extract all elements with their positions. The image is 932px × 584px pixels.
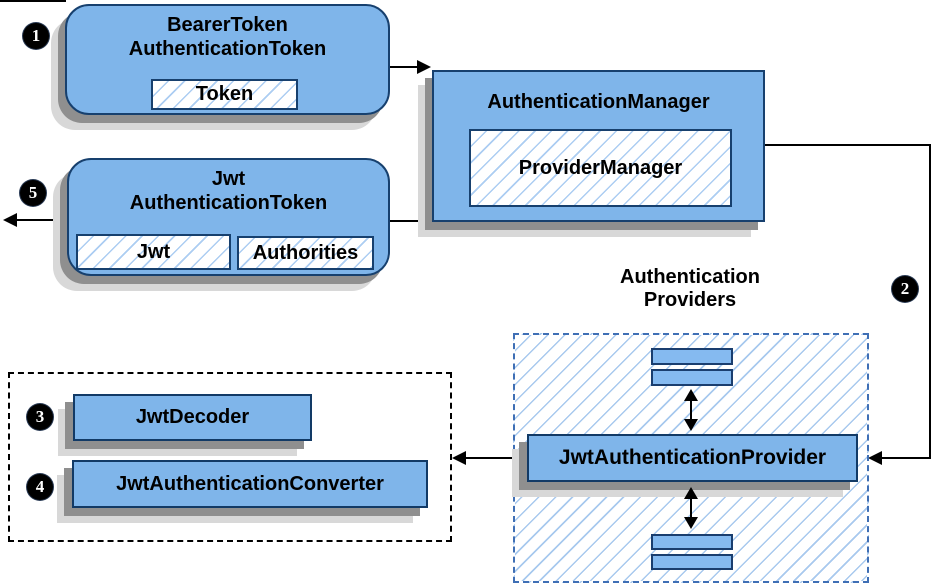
node-bearer-token-authentication-token: BearerToken AuthenticationToken Token [65, 4, 390, 115]
provider-stack-bar [651, 554, 733, 570]
step-badge-4: 4 [27, 474, 53, 500]
provider-stack-bar [651, 348, 733, 365]
arrowhead-left-icon [868, 451, 882, 465]
arrowhead-left-icon [3, 213, 17, 227]
provider-to-decoder-line [464, 457, 528, 459]
node-jwt-decoder: JwtDecoder [73, 394, 312, 441]
arrowhead-left-icon [452, 451, 466, 465]
decoder-converter-group: JwtDecoder JwtAuthenticationConverter [8, 372, 452, 542]
double-arrow-icon [683, 487, 699, 529]
node-title-line2: AuthenticationToken [129, 192, 328, 214]
arrow-shaft [690, 398, 692, 422]
outgoing-result-line [16, 219, 68, 221]
manager-to-provider-line-top [765, 144, 931, 146]
step-badge-1: 1 [23, 23, 49, 49]
node-jwt-authentication-token: Jwt AuthenticationToken Jwt Authorities [67, 158, 390, 276]
node-authentication-manager: AuthenticationManager ProviderManager [432, 70, 765, 222]
provider-stack-bar [651, 534, 733, 550]
manager-to-jwt-token-line [390, 220, 434, 222]
arrowhead-up-icon [684, 487, 698, 499]
node-title: AuthenticationManager [487, 91, 710, 113]
arrowhead-down-icon [684, 517, 698, 529]
provider-stack-bar [651, 369, 733, 386]
manager-to-provider-line-right [929, 144, 931, 459]
node-jwt-authentication-provider: JwtAuthenticationProvider [527, 434, 858, 482]
manager-to-provider-line-bottom [882, 457, 930, 459]
node-title-line1: BearerToken [167, 14, 288, 36]
step-badge-3: 3 [27, 404, 53, 430]
authentication-providers-label: Authentication Providers [575, 266, 805, 312]
incoming-request-line [0, 0, 66, 2]
double-arrow-icon [683, 389, 699, 431]
node-title-line1: Jwt [211, 168, 246, 190]
arrowhead-up-icon [684, 389, 698, 401]
field-jwt: Jwt [76, 234, 231, 270]
bearer-to-manager-line [390, 66, 419, 68]
label-line1: Authentication [620, 266, 760, 288]
step-badge-2: 2 [892, 276, 918, 302]
label-line2: Providers [643, 289, 737, 311]
node-jwt-authentication-converter: JwtAuthenticationConverter [72, 460, 428, 508]
step-badge-5: 5 [20, 180, 46, 206]
node-title-line2: AuthenticationToken [128, 38, 327, 60]
field-authorities: Authorities [237, 236, 374, 270]
field-token: Token [151, 79, 298, 110]
field-provider-manager: ProviderManager [469, 129, 732, 207]
arrowhead-down-icon [684, 419, 698, 431]
authentication-providers-region: JwtAuthenticationProvider [513, 333, 869, 583]
arrow-shaft [690, 496, 692, 520]
arrowhead-right-icon [417, 60, 431, 74]
